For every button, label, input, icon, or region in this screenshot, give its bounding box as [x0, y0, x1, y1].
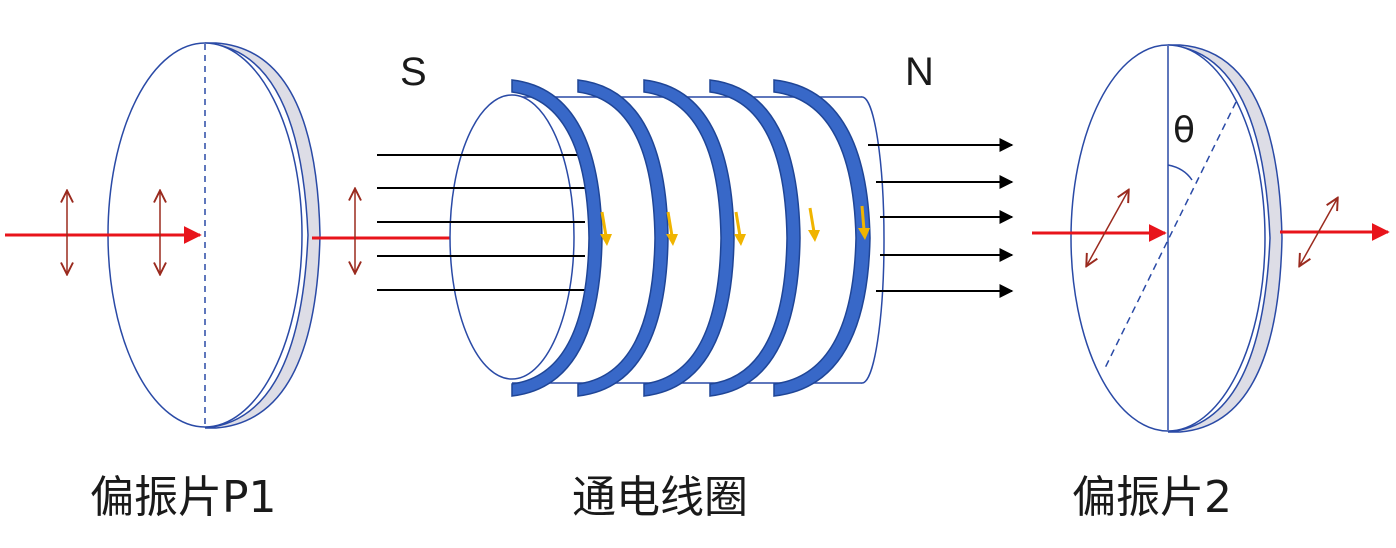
- coil-winding: [773, 79, 871, 397]
- polarizer-2-caption: 偏振片2: [1072, 472, 1232, 523]
- polarization-rotated-icon: [1300, 199, 1337, 265]
- polarizer-p1-rim: [204, 42, 321, 429]
- coil-winding: [709, 79, 801, 397]
- field-lines-inside: [377, 154, 585, 291]
- coil-windings: [511, 79, 871, 397]
- angle-arc: [1167, 164, 1193, 181]
- field-lines-outside: [868, 138, 1014, 298]
- current-direction-arrow-icon: [666, 211, 678, 246]
- polarizer-p1: [107, 42, 321, 429]
- polarizer-2: θ: [1070, 44, 1283, 433]
- polarizer-2-transmission-axis: [1104, 101, 1237, 369]
- solenoid-coil: [377, 79, 885, 397]
- coil-caption: 通电线圈: [572, 472, 748, 523]
- coil-winding: [643, 79, 735, 397]
- current-arrows: [600, 205, 870, 246]
- current-direction-arrow-icon: [858, 205, 870, 240]
- south-pole-label: S: [400, 50, 427, 94]
- coil-cylinder-front: [449, 94, 575, 380]
- polarization-rotated-icon: [1087, 191, 1128, 265]
- polarizer-2-rim: [1167, 44, 1283, 433]
- coil-winding: [511, 79, 603, 397]
- coil-winding: [577, 79, 669, 397]
- angle-theta-label: θ: [1173, 110, 1195, 151]
- north-pole-label: N: [905, 50, 934, 94]
- current-direction-arrow-icon: [734, 211, 746, 246]
- polarizer-p1-caption: 偏振片P1: [90, 472, 277, 523]
- current-direction-arrow-icon: [600, 211, 612, 246]
- current-direction-arrow-icon: [808, 207, 820, 242]
